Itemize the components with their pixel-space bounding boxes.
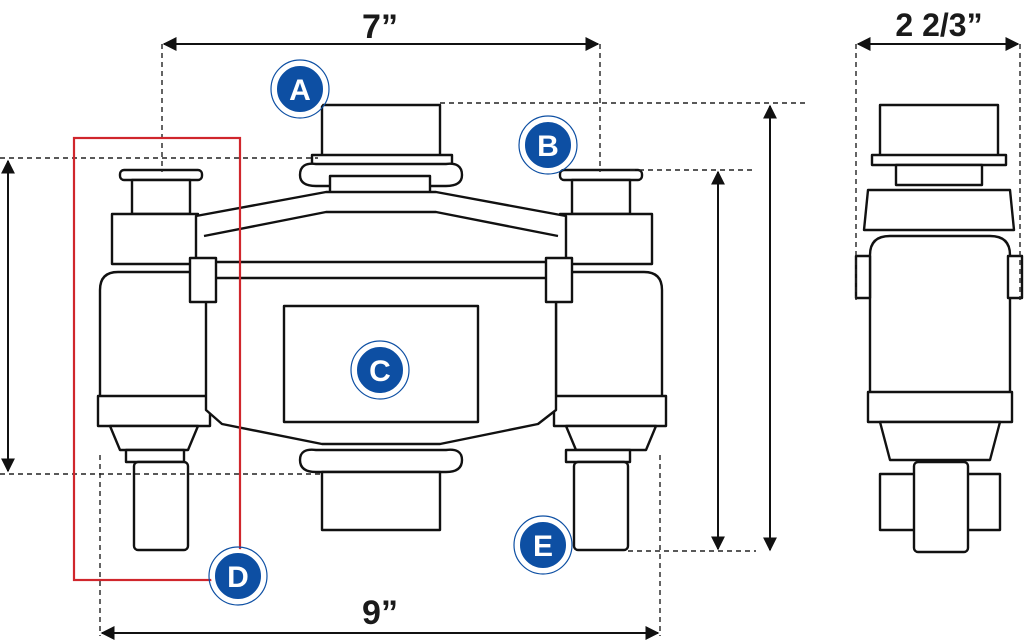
top-port (320, 103, 442, 159)
extension-lines (0, 44, 1021, 636)
callout-a: A (270, 59, 330, 119)
left-solenoid-neck (108, 424, 200, 452)
right-outlet-nut (564, 448, 632, 464)
left-solenoid-cap (118, 168, 204, 182)
callout-e-badge (516, 518, 570, 572)
side-band (866, 390, 1014, 424)
right-clamp (544, 256, 574, 304)
callout-c-badge (353, 343, 407, 397)
dimension-arrows (1, 37, 1020, 640)
left-solenoid-stem (130, 178, 192, 216)
right-solenoid-stem (570, 178, 632, 216)
callout-e: E (513, 515, 573, 575)
side-solenoid-head (862, 188, 1016, 232)
left-outlet-nut (124, 448, 186, 464)
side-view (854, 103, 1024, 554)
callout-a-label: A (289, 74, 311, 107)
side-right-clamp (1006, 254, 1024, 300)
left-solenoid-head (110, 212, 200, 266)
bottom-wing-nut (298, 448, 464, 474)
callout-d: D (208, 546, 268, 606)
right-solenoid-head (558, 212, 654, 266)
bottom-port (320, 470, 442, 532)
side-neck (878, 420, 1002, 462)
side-top-flange (870, 153, 1008, 167)
callout-b-badge (521, 118, 575, 172)
left-clamp (188, 256, 218, 304)
side-left-clamp (854, 254, 872, 300)
callout-b: B (518, 115, 578, 175)
side-outlet-pipe (912, 460, 970, 554)
callout-c: C (350, 340, 410, 400)
left-solenoid-band (96, 394, 212, 428)
right-outlet-pipe (572, 460, 630, 552)
valve-body-rim (203, 210, 559, 238)
callout-e-label: E (533, 530, 553, 563)
callout-c-label: C (369, 355, 391, 388)
width-bottom-label: 9” (362, 594, 398, 632)
side-top-coupling (894, 163, 984, 187)
left-outlet-pipe (132, 460, 190, 552)
callout-d-badge (211, 549, 265, 603)
front-view (96, 103, 668, 552)
callout-a-badge (273, 62, 327, 116)
right-solenoid-cap (558, 168, 644, 182)
callout-b-label: B (537, 130, 559, 163)
side-top-port (878, 103, 1000, 159)
callout-d-label: D (227, 561, 249, 594)
right-solenoid-neck (564, 424, 658, 452)
right-solenoid-band (552, 394, 668, 428)
depth-label: 2 2/3” (895, 7, 982, 43)
width-top-label: 7” (362, 8, 398, 46)
highlight-box (72, 136, 242, 582)
side-body (868, 234, 1012, 397)
